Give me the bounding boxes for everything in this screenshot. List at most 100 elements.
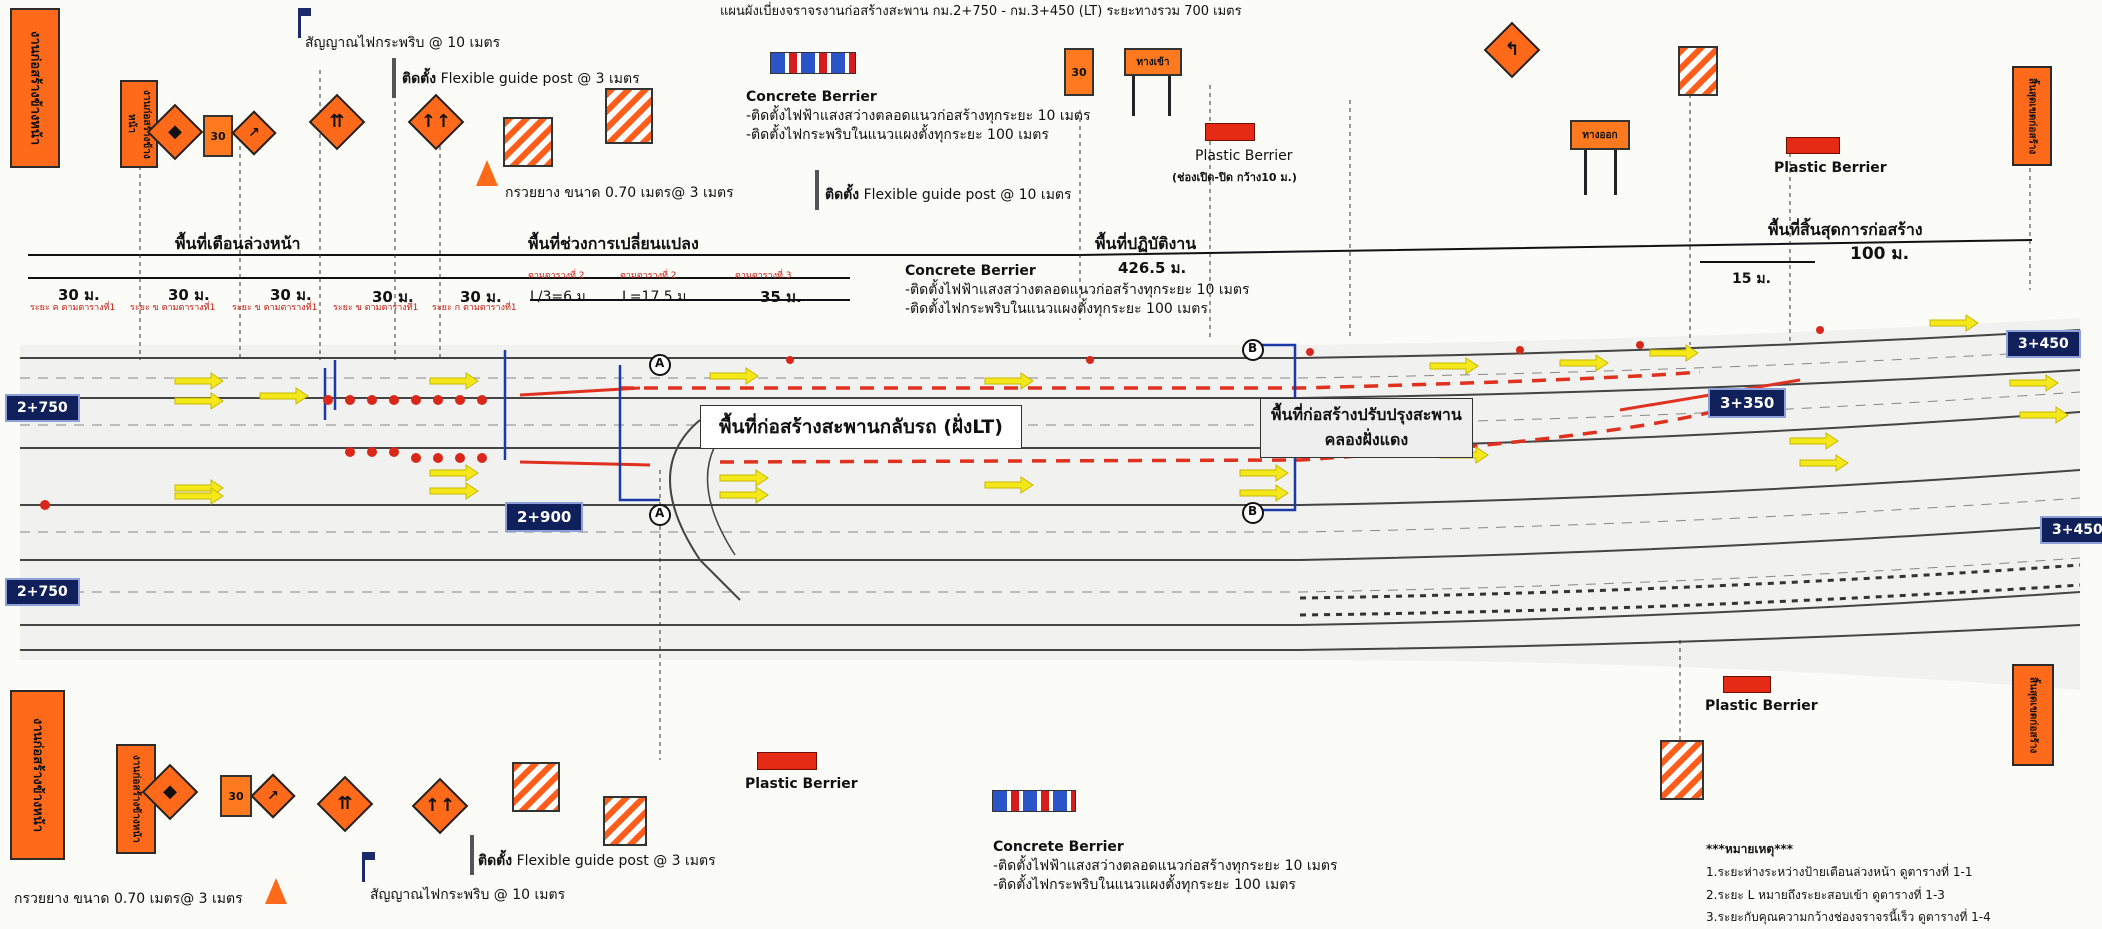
lane-shift-icon: ⇈	[337, 793, 353, 814]
sign-work-ahead-small-top: งานก่อสร้างข้างหน้า	[120, 80, 158, 168]
plastic-barrier-icon-bottom-left	[757, 752, 817, 770]
lane-shift-icon: ⇈	[329, 111, 345, 132]
curve-icon: ↗	[267, 788, 279, 804]
concrete-note-top-l2: -ติดตั้งไฟกระพริบในแนวแผงตั้งทุกระยะ 100…	[746, 126, 1049, 143]
distance-work: 426.5 ม.	[1118, 259, 1187, 277]
spacing-note-4: ระยะ ข ตามตารางที่1	[333, 303, 419, 313]
guide-post-bottom-text: Flexible guide post @ 3 เมตร	[516, 853, 716, 869]
truck-icon: ◆	[163, 781, 177, 802]
spacing-note-2: ระยะ ข ตามตารางที่1	[130, 303, 216, 313]
guide-post-mid-label: ติดตั้ง Flexible guide post @ 10 เมตร	[825, 184, 1072, 206]
concrete-note-bottom-title: Concrete Berrier	[993, 839, 1124, 855]
sign-post	[1584, 150, 1587, 195]
remarks: ***หมายเหตุ*** 1.ระยะห่างระหว่างป้ายเตือ…	[1706, 838, 1991, 929]
plastic-barrier-bottom-left-label: Plastic Berrier	[745, 776, 858, 792]
sign-speed-bottom: 30	[220, 775, 252, 817]
table2-note: ตามตารางที่ 2	[528, 271, 585, 281]
distance-2: 30 ม.	[168, 286, 210, 304]
spacing-note-3: ระยะ ข ตามตารางที่1	[232, 303, 318, 313]
marker-a-bottom: A	[655, 506, 665, 520]
barricade-top-2	[605, 88, 653, 144]
barricade-bottom-1	[512, 762, 560, 812]
marker-a-top: A	[655, 356, 665, 370]
remark-2: 2.ระยะ L หมายถึงระยะสอบเข้า ดูตารางที่ 1…	[1706, 887, 1945, 902]
distance-5: 30 ม.	[460, 288, 502, 306]
flasher-top	[298, 8, 311, 38]
guide-post-mid-verb: ติดตั้ง	[825, 187, 860, 203]
bridge-improve-line1: พื้นที่ก่อสร้างปรับปรุงสะพาน	[1271, 405, 1462, 424]
table3-note: ตามตารางที่ 3	[735, 271, 792, 281]
merge-icon: ↰	[1504, 39, 1520, 60]
station-2750-top: 2+750	[5, 394, 80, 422]
barricade-top-1	[503, 117, 553, 167]
sign-detour-entry: ทางเข้า	[1124, 48, 1182, 76]
remark-3: 3.ระยะกับคุณความกว้างช่องจราจรนี้เร็ว ดู…	[1706, 910, 1991, 925]
bridge-improve-line2: คลองฝั่งแดง	[1324, 430, 1409, 449]
marker-b-top: B	[1248, 341, 1258, 355]
guide-post-bottom-verb: ติดตั้ง	[478, 853, 513, 869]
concrete-note-top-l1: -ติดตั้งไฟฟ้าแสงสว่างตลอดแนวก่อสร้างทุกร…	[746, 107, 1091, 124]
truck-icon: ◆	[168, 121, 182, 142]
zone-end: พื้นที่สิ้นสุดการก่อสร้าง	[1768, 220, 1923, 239]
distance-l: L=17.5 ม.	[622, 289, 691, 305]
flasher-top-label: สัญญาณไฟกระพริบ @ 10 เมตร	[305, 35, 501, 51]
plastic-barrier-top-sub: (ช่องเปิด-ปิด กว้าง10 ม.)	[1172, 171, 1297, 184]
distance-1: 30 ม.	[58, 286, 100, 304]
lane-merge-icon: ↑↑	[420, 111, 452, 132]
barricade-bottom-right	[1660, 740, 1704, 800]
cone-top	[476, 160, 498, 186]
concrete-barrier-icon-top	[770, 52, 856, 74]
table2-note-b: ตามตารางที่ 2	[620, 271, 677, 281]
remark-1: 1.ระยะห่างระหว่างป้ายเตือนล่วงหน้า ดูตาร…	[1706, 864, 1973, 879]
concrete-note-bottom-l1: -ติดตั้งไฟฟ้าแสงสว่างตลอดแนวก่อสร้างทุกร…	[993, 857, 1338, 874]
concrete-note-mid: Concrete Berrier -ติดตั้งไฟฟ้าแสงสว่างตล…	[905, 262, 1249, 319]
plastic-barrier-bottom-right-label: Plastic Berrier	[1705, 698, 1818, 714]
marker-b-bottom: B	[1248, 504, 1258, 518]
concrete-note-mid-l1: -ติดตั้งไฟฟ้าแสงสว่างตลอดแนวก่อสร้างทุกร…	[905, 281, 1250, 298]
flasher-bottom-label: สัญญาณไฟกระพริบ @ 10 เมตร	[370, 887, 566, 903]
concrete-note-bottom: Concrete Berrier -ติดตั้งไฟฟ้าแสงสว่างตล…	[993, 838, 1337, 895]
sign-detour-exit: ทางออก	[1570, 120, 1630, 150]
station-2900: 2+900	[505, 502, 584, 532]
zone-transition: พื้นที่ช่วงการเปลี่ยนแปลง	[528, 234, 699, 253]
flasher-bottom	[362, 852, 375, 882]
cone-top-label: กรวยยาง ขนาด 0.70 เมตร@ 3 เมตร	[505, 185, 734, 201]
guide-post-top-label: ติดตั้ง Flexible guide post @ 3 เมตร	[402, 68, 640, 90]
sign-end-work-top: สิ้นสุดเขตก่อสร้าง	[2012, 66, 2052, 166]
remarks-title: ***หมายเหตุ***	[1706, 842, 1794, 856]
guide-post-bottom	[470, 835, 474, 875]
station-3350: 3+350	[1708, 388, 1787, 418]
barricade-right-top	[1678, 46, 1718, 96]
guide-post-bottom-label: ติดตั้ง Flexible guide post @ 3 เมตร	[478, 850, 716, 872]
sign-work-ahead-bottom: งานก่อสร้างข้างหน้า	[10, 690, 65, 860]
sign-speed-top: 30	[203, 115, 233, 157]
spacing-note-1: ระยะ ค ตามตารางที่1	[30, 303, 116, 313]
guide-post-top	[392, 58, 396, 98]
station-3450-mid: 3+450	[2040, 516, 2102, 544]
cone-bottom	[265, 878, 287, 904]
guide-post-top-text: Flexible guide post @ 3 เมตร	[440, 71, 640, 87]
station-2750-bottom: 2+750	[5, 578, 80, 606]
plastic-barrier-right-label: Plastic Berrier	[1774, 160, 1887, 176]
concrete-note-top-title: Concrete Berrier	[746, 89, 877, 105]
diagram-title: แผนผังเบี่ยงจราจรงานก่อสร้างสะพาน กม.2+7…	[720, 4, 1242, 19]
distance-l-third: L/3=6 ม.	[530, 289, 591, 305]
bridge-work-zone-label: พื้นที่ก่อสร้างสะพานกลับรถ (ฝั่งLT)	[700, 405, 1022, 449]
sign-post	[1614, 150, 1617, 195]
distance-15: 15 ม.	[1732, 271, 1771, 287]
guide-post-top-verb: ติดตั้ง	[402, 71, 437, 87]
concrete-note-mid-l2: -ติดตั้งไฟกระพริบในแนวแผงตั้งทุกระยะ 100…	[905, 300, 1208, 317]
spacing-note-5: ระยะ ก ตามตารางที่1	[432, 303, 517, 313]
plastic-barrier-icon-top	[1205, 123, 1255, 141]
plastic-barrier-top-label: Plastic Berrier	[1195, 148, 1293, 164]
plastic-barrier-icon-right	[1786, 137, 1840, 154]
sign-speed-30: 30	[1064, 48, 1094, 96]
concrete-barrier-icon-bottom	[992, 790, 1076, 812]
distance-end: 100 ม.	[1850, 244, 1910, 264]
curve-icon: ↗	[248, 125, 260, 141]
concrete-note-top: Concrete Berrier -ติดตั้งไฟฟ้าแสงสว่างตล…	[746, 88, 1090, 145]
concrete-note-mid-title: Concrete Berrier	[905, 263, 1036, 279]
plastic-barrier-icon-bottom-right	[1723, 676, 1771, 693]
distance-3: 30 ม.	[270, 286, 312, 304]
sign-end-work-bottom: สิ้นสุดเขตก่อสร้าง	[2012, 664, 2054, 766]
